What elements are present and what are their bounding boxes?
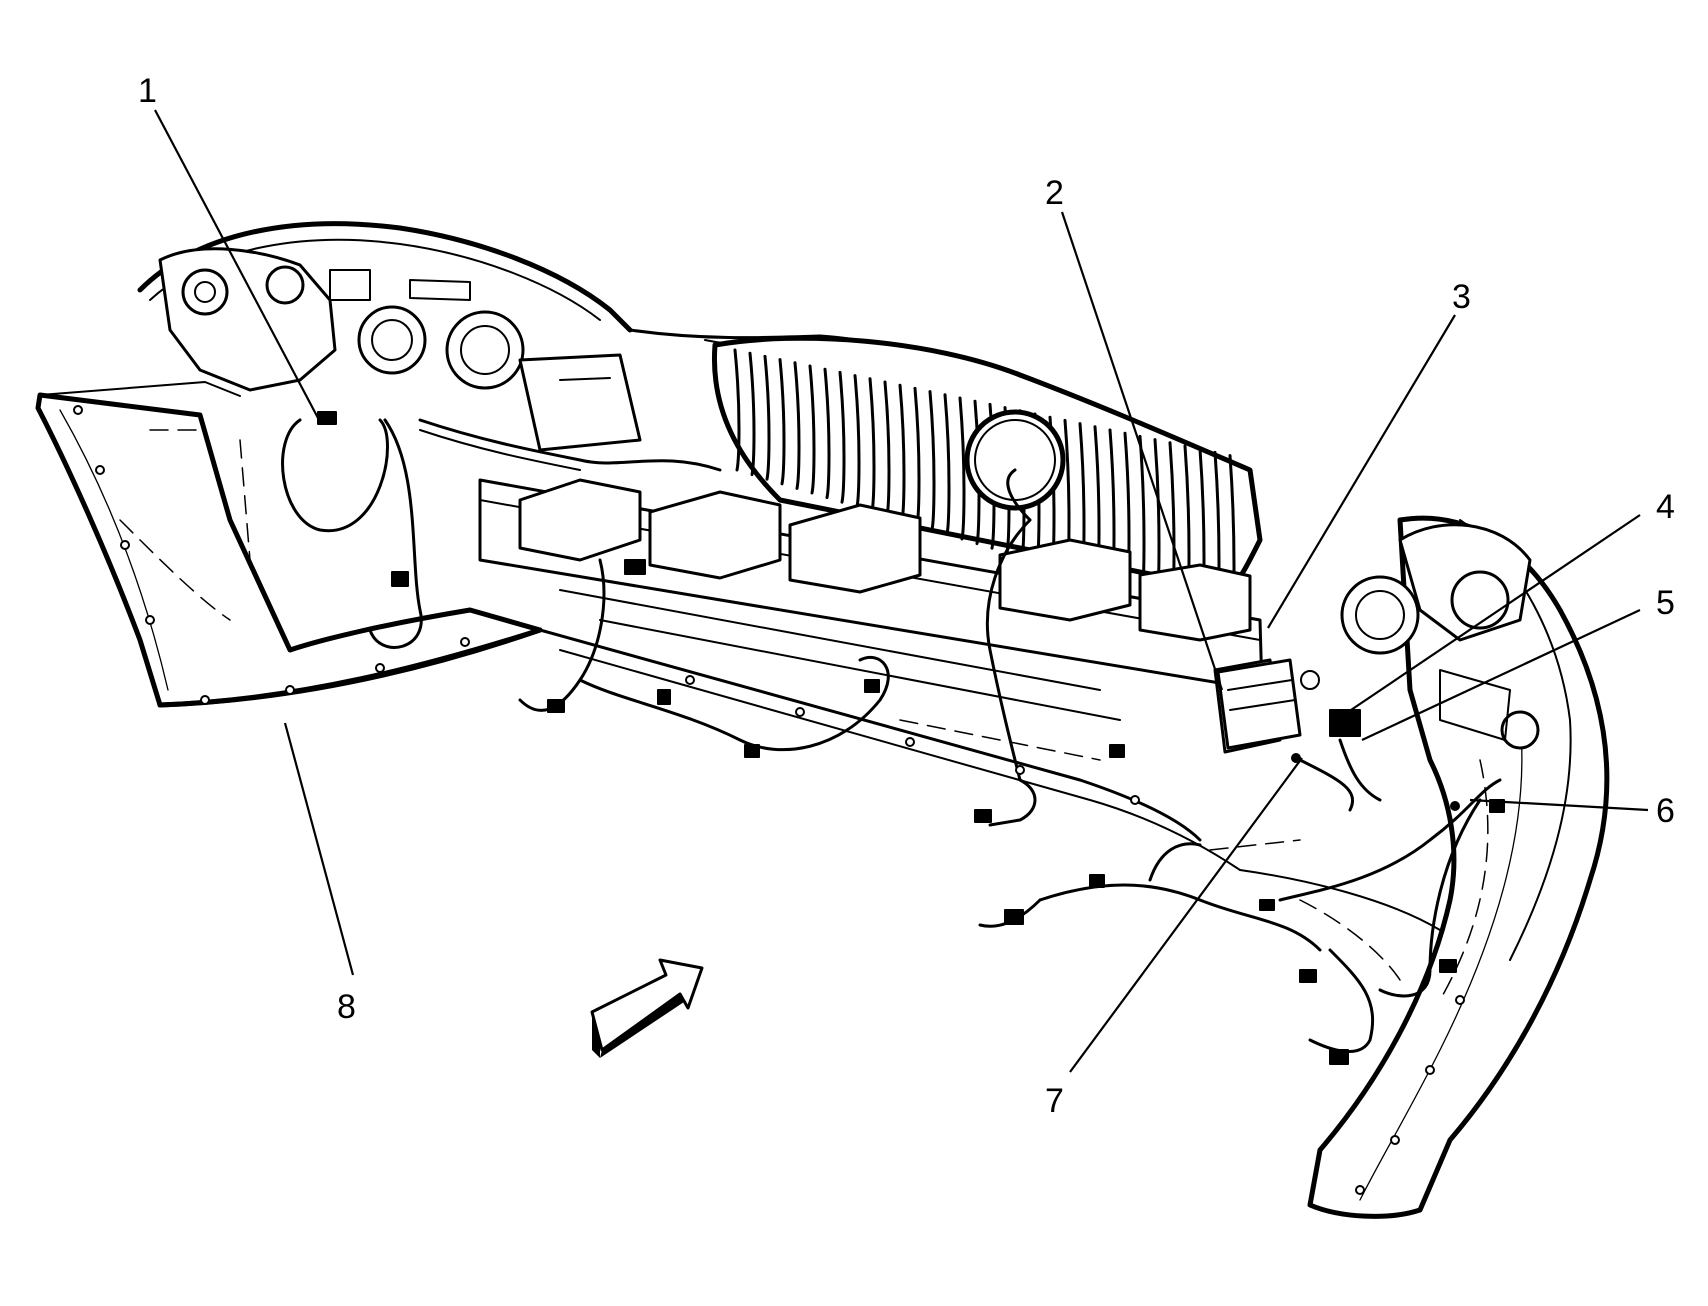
fastener-hole <box>73 405 83 415</box>
fastener-hole <box>95 465 105 475</box>
grille-bar <box>838 370 846 504</box>
callout-7: 7 <box>1045 1082 1064 1120</box>
fastener-hole <box>375 663 385 673</box>
grille-bar <box>763 354 771 481</box>
fastener-hole <box>905 737 915 747</box>
callout-5: 5 <box>1656 584 1675 622</box>
callout-leaders <box>154 109 1649 1073</box>
fastener-hole <box>285 685 295 695</box>
fastener-hole <box>460 637 470 647</box>
leader-1 <box>154 109 319 419</box>
leader-3 <box>1267 314 1456 629</box>
fastener-hole <box>1425 1065 1435 1075</box>
callout-4: 4 <box>1656 488 1675 526</box>
grille-bar <box>748 351 756 477</box>
left-lamp-cluster <box>158 247 642 452</box>
fastener-hole <box>1130 795 1140 805</box>
grille-bar <box>958 396 966 541</box>
grille-emblem <box>964 409 1066 511</box>
callout-1: 1 <box>138 72 157 110</box>
callout-8: 8 <box>337 988 356 1026</box>
grille-bar <box>853 374 861 509</box>
leader-6 <box>1469 798 1649 812</box>
callout-3: 3 <box>1452 278 1471 316</box>
grille-bar <box>733 348 741 472</box>
callout-2: 2 <box>1045 174 1064 212</box>
sensor-module <box>1216 658 1382 802</box>
fastener-hole <box>1015 765 1025 775</box>
callout-6: 6 <box>1656 792 1675 830</box>
leader-7 <box>1069 757 1303 1073</box>
fastener-hole <box>795 707 805 717</box>
fascia-fasteners <box>73 405 1465 1195</box>
fastener-hole <box>1355 1185 1365 1195</box>
grille-bar <box>943 393 951 536</box>
grille-bar <box>808 364 816 495</box>
fastener-hole <box>145 615 155 625</box>
leader-2 <box>1060 211 1224 691</box>
leader-5 <box>1361 609 1641 741</box>
view-direction-arrow-icon <box>590 958 704 1058</box>
grille-bar <box>778 358 786 486</box>
fastener-hole <box>120 540 130 550</box>
leader-8 <box>283 722 355 976</box>
fastener-hole <box>1455 995 1465 1005</box>
wiring-harness <box>281 418 1502 1054</box>
grille-bar <box>793 361 801 490</box>
fastener-hole <box>200 695 210 705</box>
grille-bar <box>823 367 831 500</box>
grille-bar <box>928 390 936 532</box>
leader-4 <box>1347 514 1641 713</box>
fastener-hole <box>1390 1135 1400 1145</box>
fastener-hole <box>685 675 695 685</box>
callout-labels: 1 2 3 4 5 6 7 8 <box>138 72 1675 1120</box>
